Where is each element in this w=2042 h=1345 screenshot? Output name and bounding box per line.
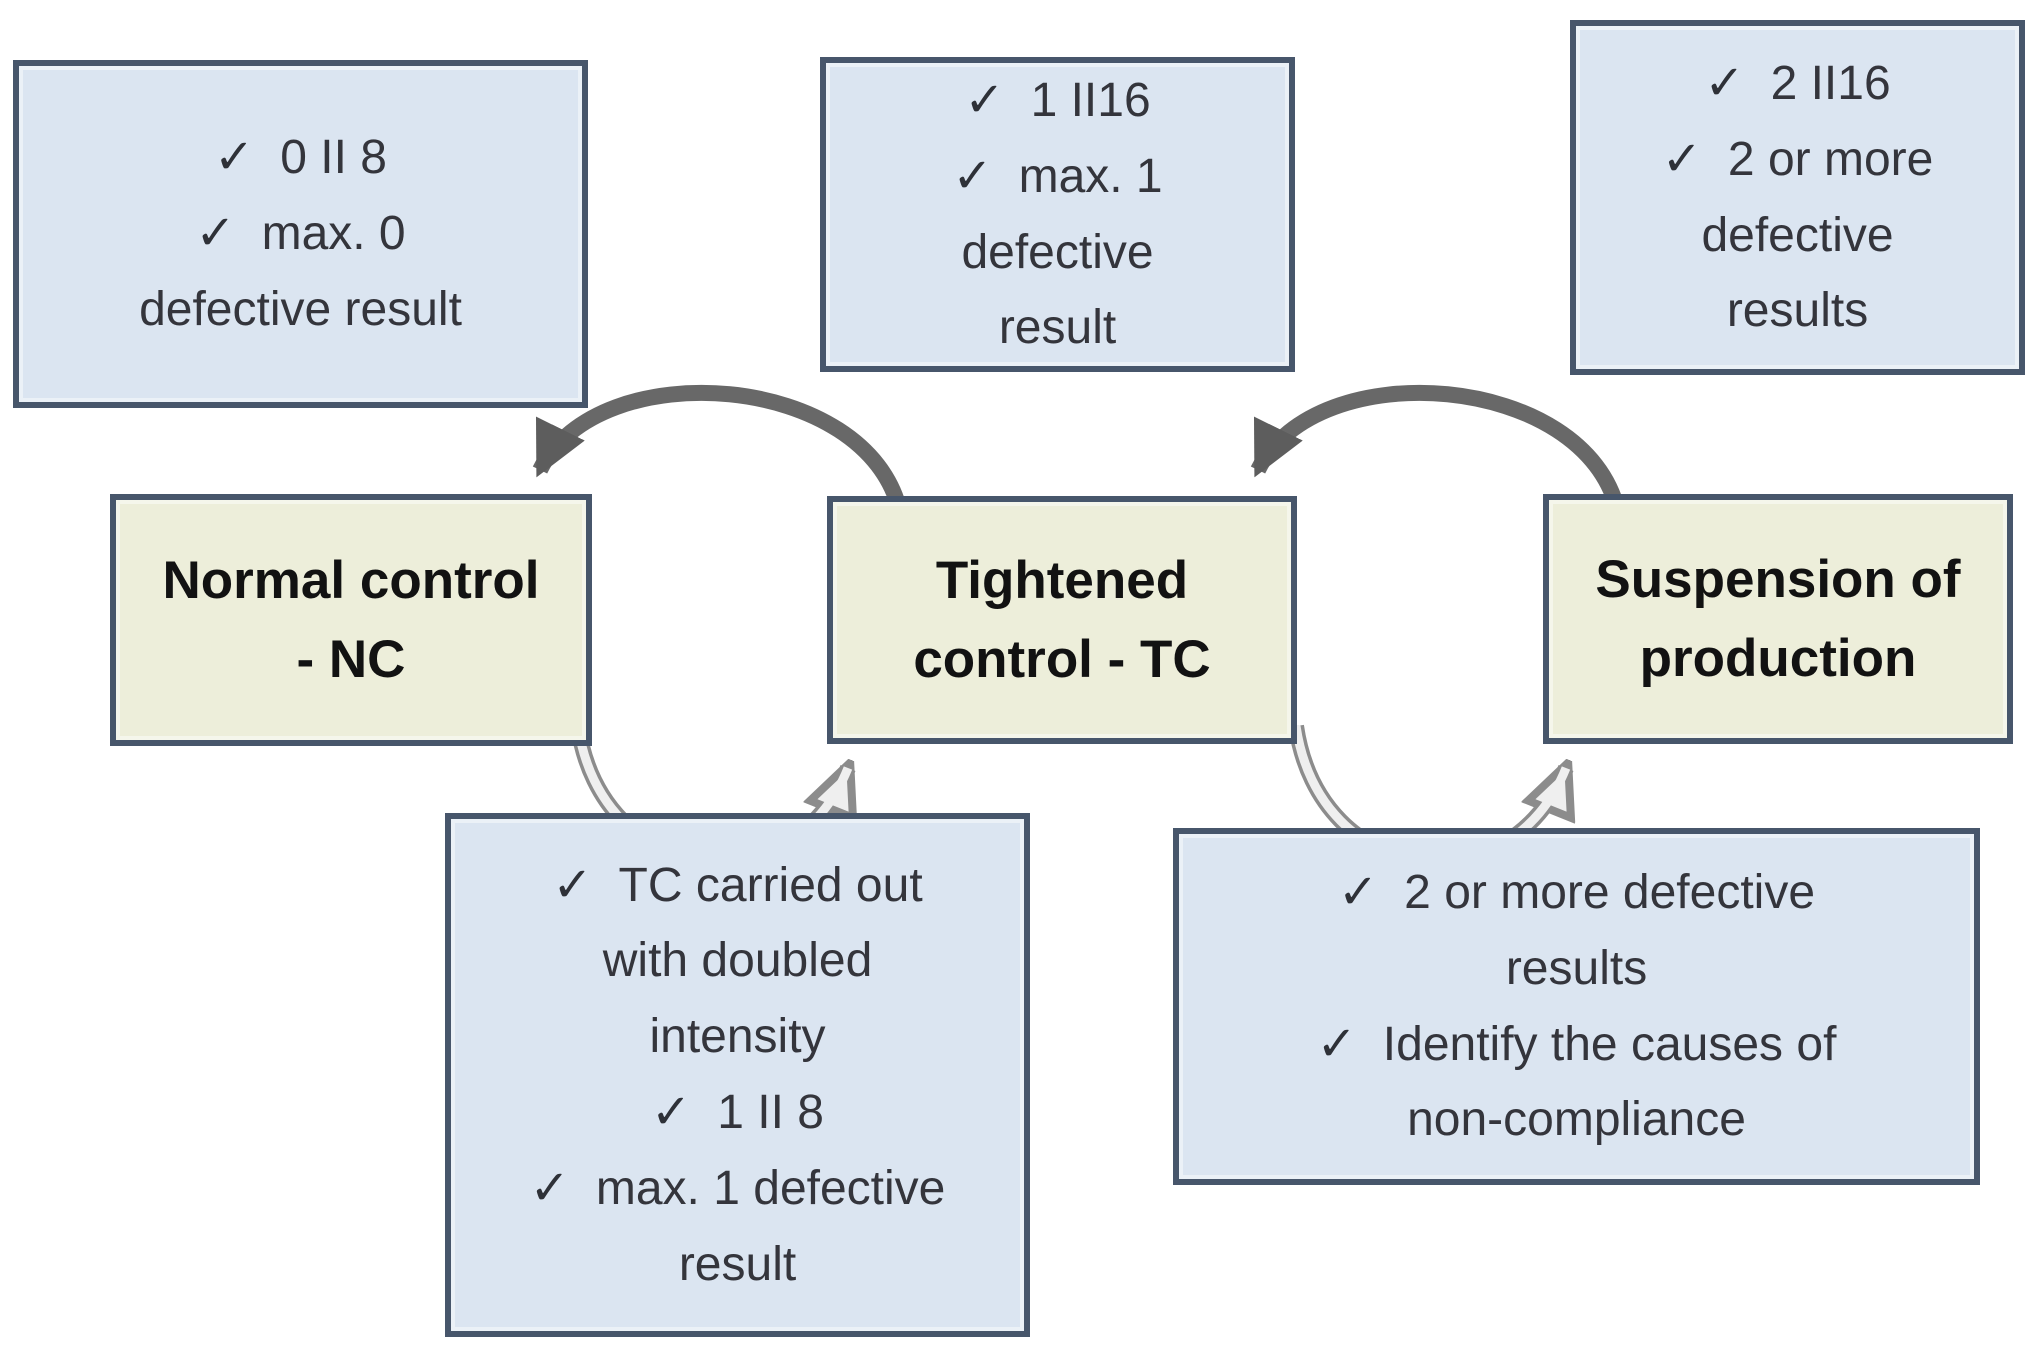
checklist-text: intensity	[649, 1010, 826, 1064]
checklist-line: ✓ max. 0	[19, 196, 582, 272]
checklist-line: result	[826, 290, 1289, 366]
checklist-text: max. 0	[261, 207, 406, 261]
checklist-text: results	[1505, 941, 1648, 995]
checklist-line: non-compliance	[1179, 1082, 1974, 1158]
checklist-text: with doubled	[602, 934, 873, 988]
checklist-text: 1 II16	[1030, 73, 1151, 127]
checklist-text: max. 1	[1018, 149, 1163, 203]
note-box-suspension-criteria: ✓ 2 II16 ✓ 2 or more defective results	[1570, 20, 2025, 375]
checklist-line: ✓ max. 1	[826, 139, 1289, 215]
note-box-nc-to-tc-rules: ✓ TC carried out with doubled intensity ✓…	[445, 813, 1030, 1337]
checklist-line: ✓ Identify the causes of	[1179, 1007, 1974, 1083]
checklist-line: ✓ max. 1 defective	[451, 1151, 1024, 1227]
stage-box-tightened-control: Tightened control - TC	[827, 496, 1297, 744]
checklist-line: ✓ 0 II 8	[19, 120, 582, 196]
checklist-line: ✓ TC carried out	[451, 848, 1024, 924]
check-icon: ✓	[1337, 865, 1379, 919]
stage-title-line: - NC	[296, 630, 406, 689]
curved-arrow-suspension-to-tc-icon	[1250, 384, 1626, 514]
stage-box-normal-control: Normal control - NC	[110, 494, 592, 746]
checklist-text: TC carried out	[618, 858, 923, 912]
checklist-text: defective result	[139, 282, 462, 336]
checklist-text: max. 1 defective	[595, 1161, 946, 1215]
check-icon: ✓	[529, 1161, 570, 1215]
check-icon: ✓	[214, 131, 255, 185]
stage-title-line: control - TC	[913, 630, 1211, 689]
checklist-line: results	[1576, 273, 2019, 349]
checklist-line: with doubled	[451, 923, 1024, 999]
checklist-line: ✓ 1 II 8	[451, 1075, 1024, 1151]
check-icon: ✓	[195, 207, 236, 261]
check-icon: ✓	[1316, 1017, 1357, 1071]
checklist-text: defective	[961, 225, 1154, 279]
checklist-line: intensity	[451, 999, 1024, 1075]
check-icon: ✓	[952, 149, 993, 203]
checklist-text: Identify the causes of	[1382, 1017, 1837, 1071]
checklist-line: ✓ 2 or more	[1576, 122, 2019, 198]
checklist-line: ✓ 1 II16	[826, 63, 1289, 139]
stage-title-line: production	[1639, 629, 1917, 688]
checklist-text: 1 II 8	[717, 1086, 824, 1139]
curved-arrow-tc-to-nc-icon	[532, 384, 908, 514]
checklist-line: result	[451, 1227, 1024, 1303]
check-icon: ✓	[552, 858, 593, 912]
checklist-line: defective result	[19, 272, 582, 348]
stage-box-suspension-of-production: Suspension of production	[1543, 494, 2013, 744]
checklist-text: result	[998, 301, 1117, 355]
checklist-text: 2 II16	[1770, 56, 1891, 110]
checklist-text: results	[1726, 284, 1869, 338]
checklist-text: 2 or more defective	[1404, 865, 1816, 919]
stage-title-line: Suspension of	[1595, 549, 1961, 609]
note-box-nc-criteria: ✓0 II 8 ✓max. 0 defective result	[13, 60, 588, 408]
check-icon: ✓	[1661, 132, 1702, 186]
check-icon: ✓	[964, 73, 1005, 127]
checklist-text: defective	[1701, 208, 1894, 262]
stage-title-line: Tightened	[935, 550, 1189, 610]
checklist-text: 0 II 8	[280, 131, 387, 185]
check-icon: ✓	[1704, 56, 1745, 110]
checklist-line: defective	[1576, 198, 2019, 274]
note-box-tc-criteria: ✓1 II16 ✓max. 1 defective result	[820, 57, 1295, 372]
checklist-line: defective	[826, 215, 1289, 291]
note-box-tc-to-suspension-rules: ✓ 2 or more defective results ✓ Identify t…	[1173, 828, 1980, 1185]
check-icon: ✓	[651, 1086, 692, 1139]
checklist-line: ✓ 2 II16	[1576, 46, 2019, 122]
checklist-text: result	[678, 1237, 797, 1291]
stage-title-line: Normal control	[162, 550, 540, 610]
checklist-text: 2 or more	[1727, 132, 1934, 186]
checklist-line: ✓ 2 or more defective	[1179, 855, 1974, 931]
checklist-line: results	[1179, 931, 1974, 1007]
checklist-text: non-compliance	[1407, 1093, 1746, 1147]
